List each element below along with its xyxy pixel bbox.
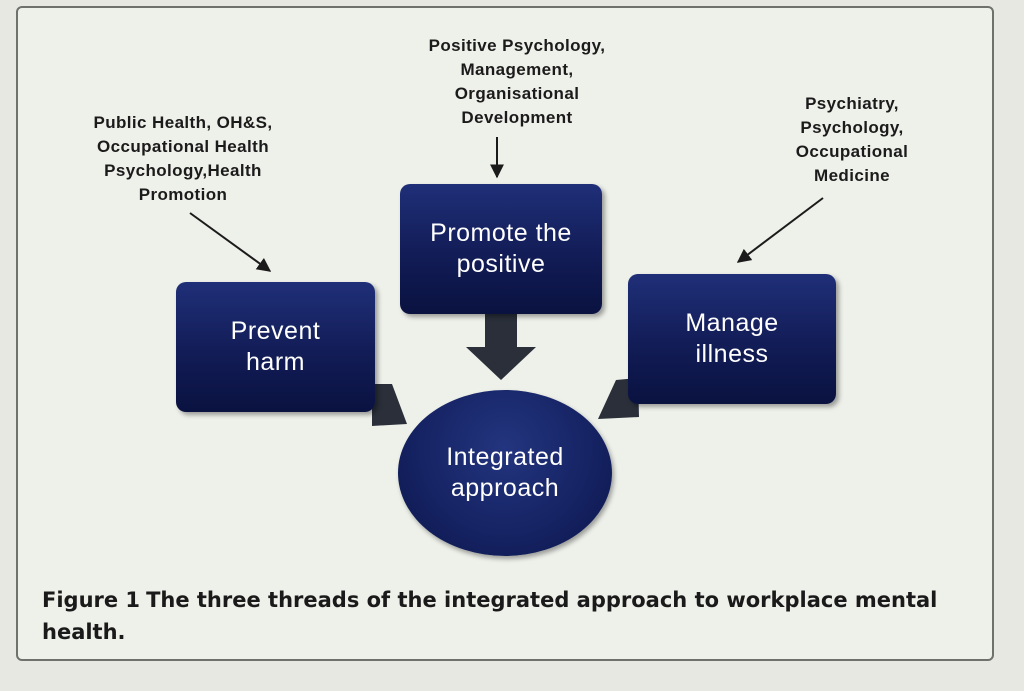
node-label-line: Integrated [446, 443, 564, 471]
node-label-line: harm [246, 348, 305, 376]
promote-to-integrated-arrow [466, 312, 536, 380]
left-source-line: Promotion [138, 185, 228, 204]
top-source-line: Organisational [454, 84, 580, 103]
top-source-line: Positive Psychology, [428, 36, 606, 55]
figure-number: Figure 1 [42, 588, 141, 612]
node-label-line: Manage [685, 309, 779, 337]
prevent-to-integrated-arrow [372, 384, 407, 426]
left-source-pointer-arrow [189, 212, 272, 272]
right-source-line: Psychology, [800, 118, 904, 137]
right-source-line: Medicine [814, 166, 890, 185]
right-source-disciplines: Psychiatry, Psychology, Occupational Med… [742, 92, 962, 188]
node-label-line: Prevent [230, 317, 321, 345]
promote-the-positive-node: Promote the positive [400, 184, 602, 314]
left-source-disciplines: Public Health, OH&S, Occupational Health… [48, 111, 318, 207]
top-source-line: Development [461, 108, 573, 127]
right-source-line: Psychiatry, [805, 94, 899, 113]
node-label-line: Promote the [430, 219, 572, 247]
right-source-pointer-arrow [736, 197, 824, 263]
top-source-line: Management, [460, 60, 574, 79]
integrated-approach-node: Integrated approach [398, 390, 612, 556]
right-source-line: Occupational [795, 142, 909, 161]
left-source-line: Public Health, OH&S, [93, 113, 273, 132]
prevent-harm-node: Prevent harm [176, 282, 375, 412]
figure-caption-text: The three threads of the integrated appr… [42, 588, 938, 644]
manage-illness-node: Manage illness [628, 274, 836, 404]
left-source-line: Psychology,Health [104, 161, 262, 180]
left-source-line: Occupational Health [97, 137, 269, 156]
node-label-line: illness [695, 340, 769, 368]
node-label-line: positive [456, 250, 546, 278]
node-label-line: approach [450, 474, 560, 502]
top-source-disciplines: Positive Psychology, Management, Organis… [372, 34, 662, 130]
